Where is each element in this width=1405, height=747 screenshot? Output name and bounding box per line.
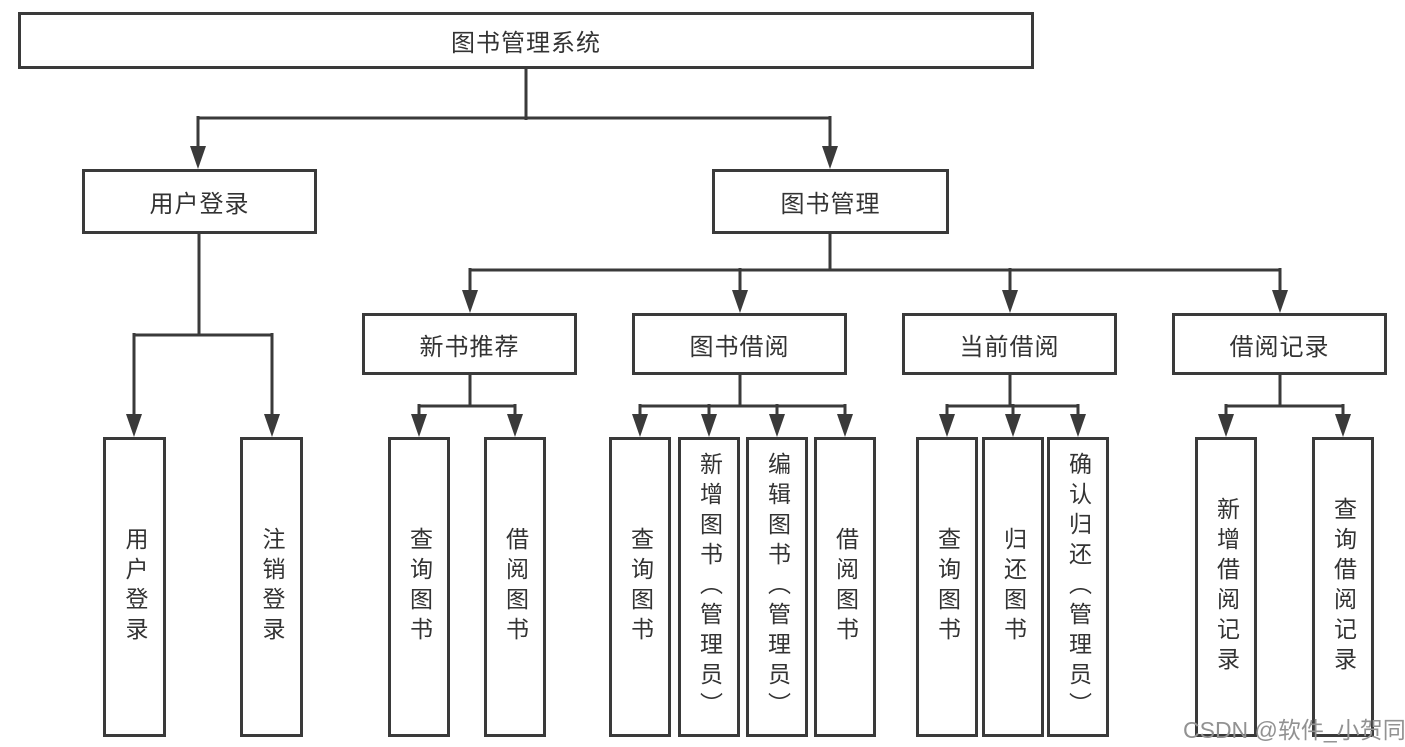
arrowhead-icons	[126, 146, 1351, 437]
arrow-down-icon	[264, 414, 280, 437]
arrow-down-icon	[507, 414, 523, 437]
node-book-management: 图书管理	[712, 169, 949, 234]
arrow-down-icon	[1272, 290, 1288, 313]
leaf-newbook-query-books: 查询图书	[388, 437, 450, 737]
leaf-label: 借阅图书	[832, 527, 859, 647]
watermark: CSDN @软件_小贺同学	[1183, 717, 1405, 743]
leaf-label: 新增借阅记录	[1213, 497, 1240, 677]
arrow-down-icon	[1070, 414, 1086, 437]
leaf-label: 用户登录	[122, 527, 148, 647]
arrow-down-icon	[1005, 414, 1021, 437]
arrow-down-icon	[411, 414, 427, 437]
leaf-newbook-borrow-books: 借阅图书	[484, 437, 546, 737]
leaf-logout: 注销登录	[240, 437, 303, 737]
leaf-label: 归还图书	[1000, 527, 1027, 647]
arrow-down-icon	[822, 146, 838, 169]
leaf-user-login: 用户登录	[103, 437, 166, 737]
leaf-label: 查询图书	[627, 527, 654, 647]
node-library-system: 图书管理系统	[18, 12, 1034, 69]
arrow-down-icon	[939, 414, 955, 437]
leaf-current-return-books: 归还图书	[982, 437, 1044, 737]
node-book-borrowing: 图书借阅	[632, 313, 847, 375]
leaf-label: 借阅图书	[502, 527, 529, 647]
leaf-label: 查询图书	[934, 527, 961, 647]
arrow-down-icon	[701, 414, 717, 437]
leaf-borrow-add-books-admin: 新增图书（管理员）	[678, 437, 740, 737]
leaf-borrow-borrow-books: 借阅图书	[814, 437, 876, 737]
arrow-down-icon	[1002, 290, 1018, 313]
node-user-login: 用户登录	[82, 169, 317, 234]
node-new-book-recommend: 新书推荐	[362, 313, 577, 375]
leaf-records-query-record: 查询借阅记录	[1312, 437, 1374, 737]
leaf-records-add-record: 新增借阅记录	[1195, 437, 1257, 737]
node-borrowing-records: 借阅记录	[1172, 313, 1387, 375]
leaf-label: 确认归还（管理员）	[1065, 452, 1092, 722]
leaf-label: 查询图书	[406, 527, 433, 647]
arrow-down-icon	[837, 414, 853, 437]
arrow-down-icon	[1218, 414, 1234, 437]
arrow-down-icon	[1335, 414, 1351, 437]
arrow-down-icon	[126, 414, 142, 437]
leaf-label: 注销登录	[259, 527, 285, 647]
arrow-down-icon	[732, 290, 748, 313]
node-current-borrowing: 当前借阅	[902, 313, 1117, 375]
arrow-down-icon	[190, 146, 206, 169]
leaf-label: 查询借阅记录	[1330, 497, 1357, 677]
leaf-current-confirm-return-admin: 确认归还（管理员）	[1047, 437, 1109, 737]
arrow-down-icon	[462, 290, 478, 313]
leaf-label: 编辑图书（管理员）	[764, 452, 791, 722]
leaf-borrow-query-books: 查询图书	[609, 437, 671, 737]
leaf-label: 新增图书（管理员）	[696, 452, 723, 722]
arrow-down-icon	[632, 414, 648, 437]
leaf-current-query-books: 查询图书	[916, 437, 978, 737]
leaf-borrow-edit-books-admin: 编辑图书（管理员）	[746, 437, 808, 737]
arrow-down-icon	[769, 414, 785, 437]
